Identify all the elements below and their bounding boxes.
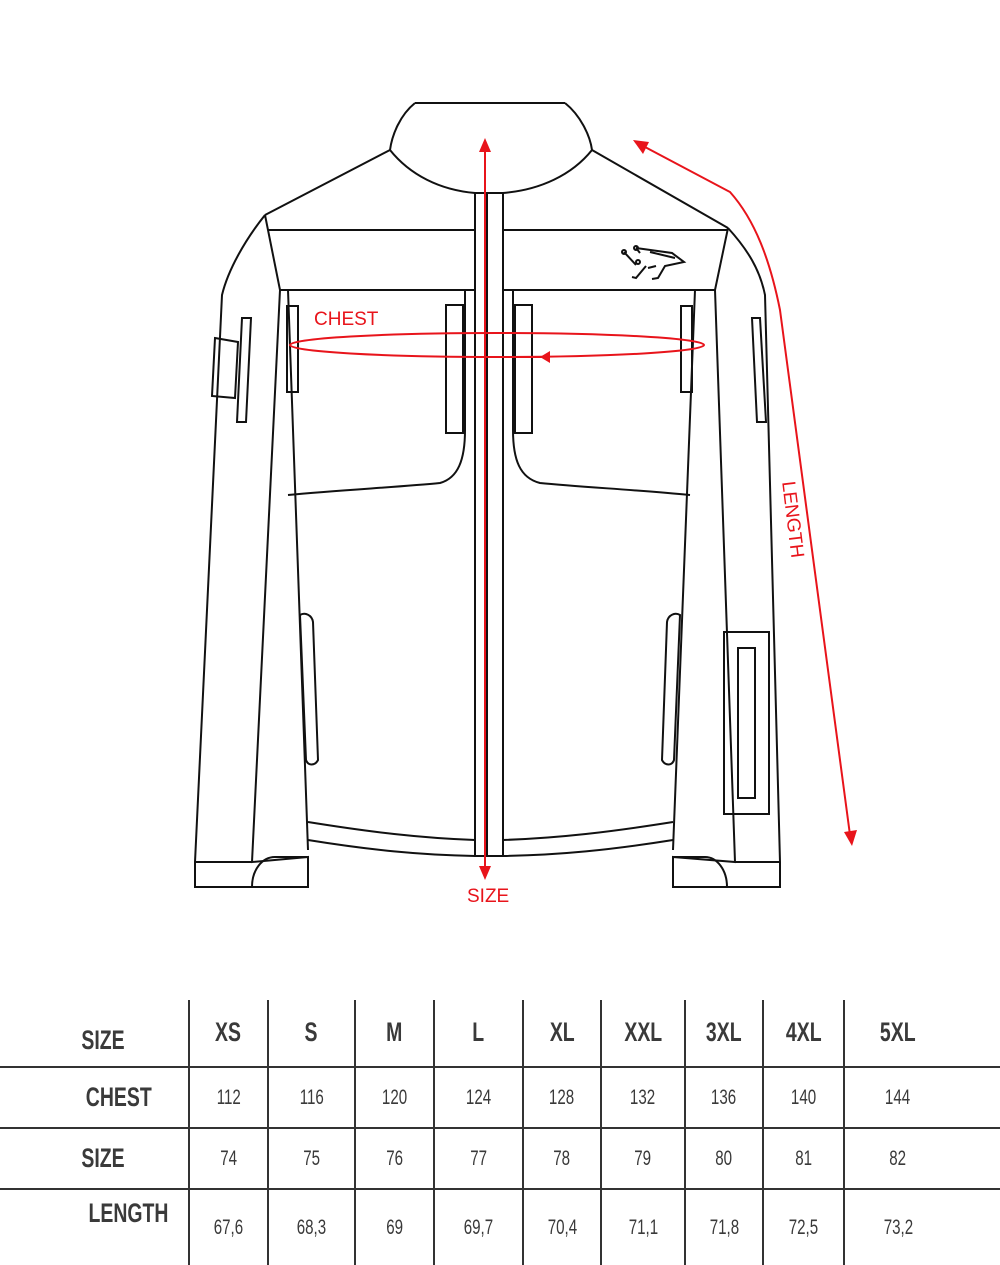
cell: 79	[634, 1146, 652, 1170]
size-header: M	[386, 1016, 403, 1047]
cell: 71,1	[628, 1215, 658, 1239]
cell: 67,6	[213, 1215, 244, 1239]
cell: 72,5	[788, 1215, 819, 1239]
cell: 120	[381, 1085, 408, 1109]
cell: 128	[549, 1085, 575, 1109]
cell: 140	[790, 1085, 817, 1109]
cell: 81	[795, 1146, 812, 1170]
size-header: 3XL	[706, 1016, 742, 1047]
cell: 144	[885, 1085, 911, 1109]
size-header: 4XL	[785, 1016, 822, 1047]
jacket-diagram	[194, 102, 857, 888]
table-header-row: SIZE XS S M L XL XXL 3XL 4XL 5XL	[0, 1000, 1000, 1067]
measurement-lines	[289, 146, 851, 870]
chest-label: CHEST	[314, 309, 379, 330]
chest-measure-ellipse	[289, 332, 705, 358]
cell: 78	[553, 1146, 571, 1170]
row-label: LENGTH	[88, 1198, 169, 1228]
size-label: SIZE	[467, 886, 510, 907]
cell: 76	[386, 1146, 403, 1170]
cell: 70,4	[547, 1215, 577, 1239]
table-row: SIZE 74 75 76 77 78 79 80 81 82	[0, 1128, 1000, 1189]
size-header: L	[472, 1016, 485, 1047]
size-header: S	[305, 1016, 318, 1047]
jacket-outline	[194, 102, 781, 888]
cell: 116	[299, 1085, 324, 1109]
cell: 124	[465, 1085, 492, 1109]
cell: 69	[386, 1215, 403, 1239]
row-label: CHEST	[85, 1082, 152, 1112]
size-table: SIZE XS S M L XL XXL 3XL 4XL 5XL CHEST 1…	[0, 1000, 1000, 1265]
cell: 112	[216, 1085, 241, 1109]
size-header: XS	[215, 1016, 242, 1047]
row-label: SIZE	[81, 1143, 125, 1173]
size-header: XL	[549, 1016, 575, 1047]
cell: 69,7	[463, 1215, 494, 1239]
size-header: 5XL	[880, 1016, 916, 1047]
size-header: XXL	[624, 1016, 662, 1047]
cell: 132	[630, 1085, 656, 1109]
table-row: LENGTH 67,6 68,3 69 69,7 70,4 71,1 71,8 …	[0, 1189, 1000, 1265]
cell: 71,8	[709, 1215, 739, 1239]
cell: 82	[889, 1146, 907, 1170]
cell: 80	[715, 1146, 733, 1170]
row-label: SIZE	[81, 1025, 125, 1055]
cell: 74	[220, 1146, 237, 1170]
cell: 68,3	[296, 1215, 327, 1239]
brand-logo-icon	[621, 245, 687, 280]
cell: 77	[470, 1146, 487, 1170]
cell: 136	[711, 1085, 737, 1109]
table-row: CHEST 112 116 120 124 128 132 136 140 14…	[0, 1067, 1000, 1128]
cell: 75	[303, 1146, 320, 1170]
cell: 73,2	[883, 1215, 913, 1239]
length-arrow	[644, 146, 851, 836]
